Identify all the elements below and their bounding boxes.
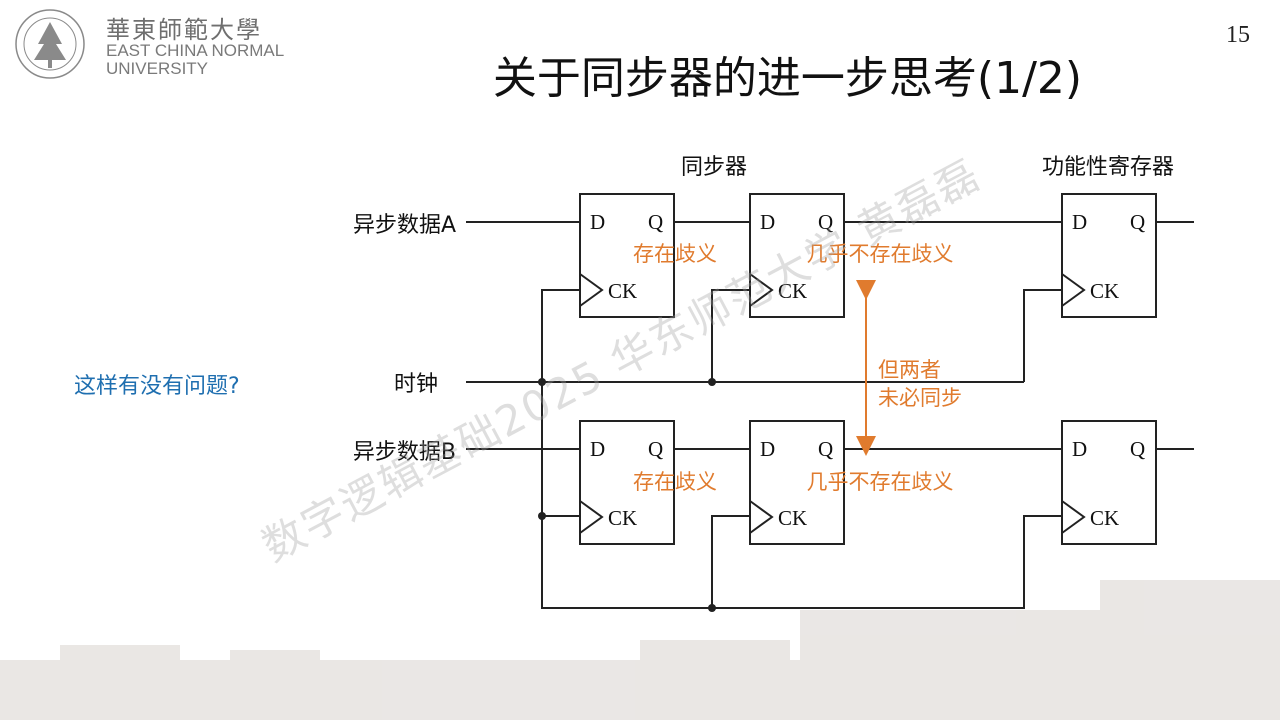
label-functional-register: 功能性寄存器 xyxy=(1042,155,1174,180)
ff-q-label: Q xyxy=(818,437,833,461)
university-name-cn: 華東師範大學 xyxy=(106,16,262,44)
annot-not-sync-line2: 未必同步 xyxy=(878,386,962,410)
ff-d-label: D xyxy=(760,210,775,234)
wire-clock-a1 xyxy=(541,289,580,382)
annot-ambiguous-b: 存在歧义 xyxy=(633,470,717,494)
ff-b-sync2: D Q CK xyxy=(749,420,845,545)
clock-input-triangle xyxy=(1061,273,1086,307)
ff-ck-label: CK xyxy=(1090,506,1119,530)
ff-d-label: D xyxy=(590,210,605,234)
university-name-en: EAST CHINA NORMAL UNIVERSITY xyxy=(106,42,284,78)
ff-q-label: Q xyxy=(818,210,833,234)
junction-dot xyxy=(708,604,716,612)
ff-ck-label: CK xyxy=(778,506,807,530)
wire-clock-a3 xyxy=(1023,289,1062,382)
ff-q-label: Q xyxy=(1130,210,1145,234)
ff-a-sync1: D Q CK xyxy=(579,193,675,318)
clock-input-triangle xyxy=(579,273,604,307)
ff-ck-label: CK xyxy=(608,506,637,530)
ff-ck-label: CK xyxy=(1090,279,1119,303)
page-number: 15 xyxy=(1226,22,1250,48)
clock-input-triangle xyxy=(1061,500,1086,534)
clock-input-triangle xyxy=(579,500,604,534)
campus-background xyxy=(0,580,1280,720)
annot-almost-none-a: 几乎不存在歧义 xyxy=(807,242,954,266)
ff-ck-label: CK xyxy=(608,279,637,303)
university-seal-icon xyxy=(15,9,85,79)
university-name-en-line1: EAST CHINA NORMAL xyxy=(106,41,285,60)
flipflop-box xyxy=(749,420,845,545)
label-clock: 时钟 xyxy=(394,372,438,397)
ff-q-label: Q xyxy=(648,437,663,461)
wire-clock-a2 xyxy=(711,289,750,382)
clock-input-triangle xyxy=(749,273,774,307)
question-text: 这样有没有问题? xyxy=(74,374,240,399)
ff-d-label: D xyxy=(1072,437,1087,461)
flipflop-box xyxy=(579,193,675,318)
annot-ambiguous-a: 存在歧义 xyxy=(633,242,717,266)
ff-ck-label: CK xyxy=(778,279,807,303)
annot-not-sync-line1: 但两者 xyxy=(878,358,941,382)
ff-d-label: D xyxy=(590,437,605,461)
label-input-b: 异步数据B xyxy=(353,440,456,465)
ff-d-label: D xyxy=(1072,210,1087,234)
ff-a-func: D Q CK xyxy=(1061,193,1157,318)
ff-q-label: Q xyxy=(1130,437,1145,461)
wire-clock-b-bus xyxy=(541,382,1062,609)
university-logo: 華東師範大學 EAST CHINA NORMAL UNIVERSITY xyxy=(8,4,298,84)
flipflop-box xyxy=(749,193,845,318)
ff-d-label: D xyxy=(760,437,775,461)
flipflop-box xyxy=(579,420,675,545)
label-synchronizer: 同步器 xyxy=(681,155,747,180)
flipflop-box xyxy=(1061,420,1157,545)
clock-input-triangle xyxy=(749,500,774,534)
ff-b-func: D Q CK xyxy=(1061,420,1157,545)
ff-a-sync2: D Q CK xyxy=(749,193,845,318)
university-name-en-line2: UNIVERSITY xyxy=(106,59,209,78)
ff-b-sync1: D Q CK xyxy=(579,420,675,545)
label-input-a: 异步数据A xyxy=(353,213,456,238)
junction-dot xyxy=(538,378,546,386)
junction-dot xyxy=(708,378,716,386)
annot-almost-none-b: 几乎不存在歧义 xyxy=(807,470,954,494)
junction-dot xyxy=(538,512,546,520)
slide-title: 关于同步器的进一步思考(1/2) xyxy=(492,53,1083,104)
ff-q-label: Q xyxy=(648,210,663,234)
wire-clock-b2 xyxy=(711,515,750,608)
flipflop-box xyxy=(1061,193,1157,318)
